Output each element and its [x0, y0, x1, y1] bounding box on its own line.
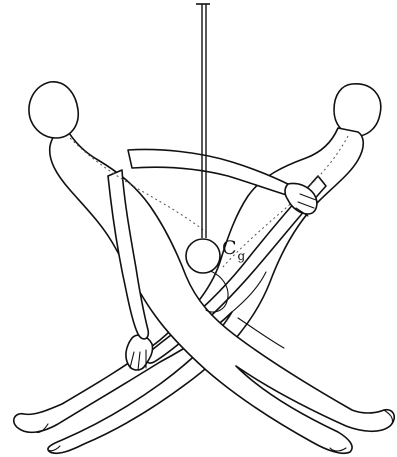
plumb-line: [196, 4, 210, 238]
cg-subscript: g: [238, 249, 246, 263]
center-of-gravity-marker: [186, 239, 220, 273]
figure-left-head: [29, 82, 78, 138]
